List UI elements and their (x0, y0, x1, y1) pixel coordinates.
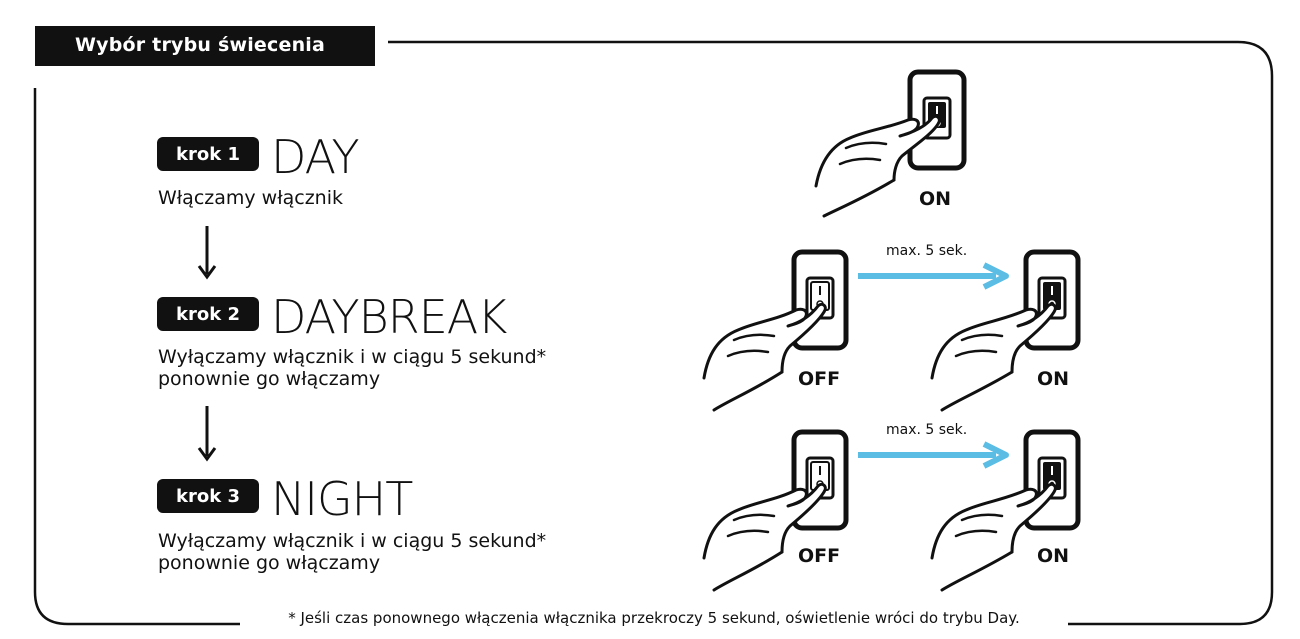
step-2-badge: krok 2 (157, 297, 259, 331)
step-2-to-3-arrow (197, 406, 217, 462)
switch-on-icon (814, 69, 967, 218)
timing-label: max. 5 sek. (886, 422, 968, 438)
timing-label: max. 5 sek. (886, 243, 968, 259)
step-1-mode: DAY (271, 130, 360, 184)
footnote: * Jeśli czas ponownego włączenia włączni… (240, 609, 1068, 627)
transition-arrow (858, 262, 1009, 290)
on-label: ON (1037, 368, 1070, 390)
step-1-description-line: Włączamy włącznik (158, 187, 344, 209)
switch-on-icon (930, 429, 1081, 592)
switch-off-icon (702, 429, 849, 592)
step-1-to-2-arrow (197, 226, 217, 280)
step-3-badge: krok 3 (157, 479, 259, 513)
on-label: ON (919, 188, 952, 210)
off-label: OFF (798, 545, 841, 567)
step-1-description: Włączamy włącznik (158, 187, 343, 209)
section-header: Wybór trybu świecenia (35, 26, 375, 66)
step-3-description-line: Wyłączamy włącznik i w ciągu 5 sekund* (158, 530, 547, 552)
section-title: Wybór trybu świecenia (75, 34, 326, 56)
step-2-mode: DAYBREAK (271, 290, 507, 344)
step-2-description-line: Wyłączamy włącznik i w ciągu 5 sekund* (158, 346, 547, 368)
step-2-description: Wyłączamy włącznik i w ciągu 5 sekund* p… (158, 346, 546, 390)
step-3-description-line: ponownie go włączamy (158, 552, 381, 574)
transition-arrow (858, 441, 1009, 469)
step-3-description: Wyłączamy włącznik i w ciągu 5 sekund* p… (158, 530, 546, 574)
step-1-badge: krok 1 (157, 137, 259, 171)
step-3-mode: NIGHT (271, 472, 413, 526)
switch-on-icon (930, 249, 1081, 412)
on-label: ON (1037, 545, 1070, 567)
off-label: OFF (798, 368, 841, 390)
step-2-description-line: ponownie go włączamy (158, 368, 381, 390)
switch-off-icon (702, 249, 849, 412)
